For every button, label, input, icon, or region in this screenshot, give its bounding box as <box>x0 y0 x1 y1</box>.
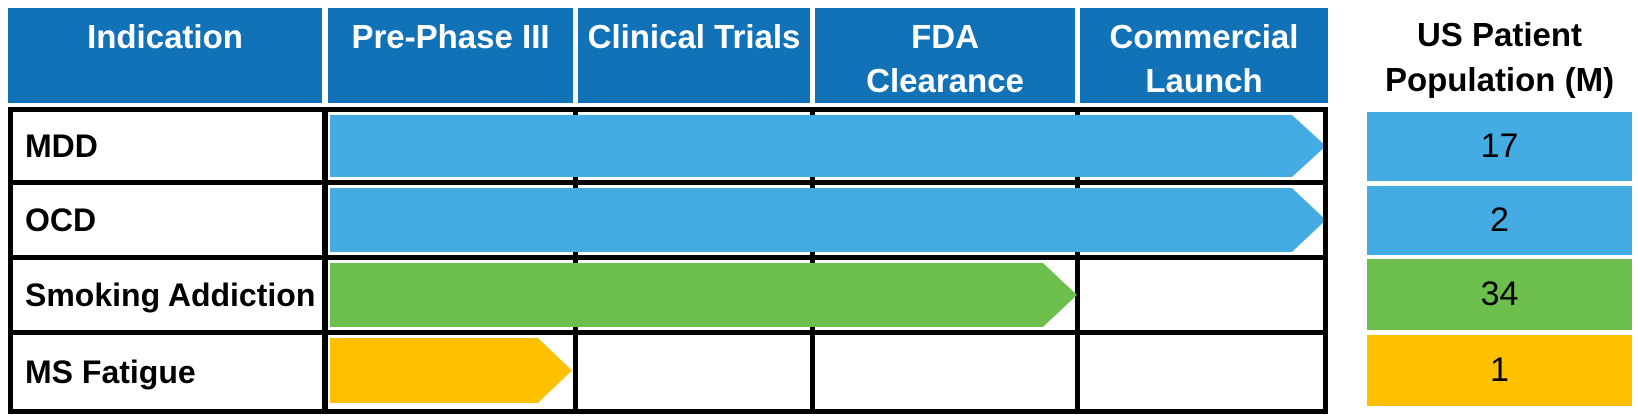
population-value: 2 <box>1490 201 1509 239</box>
row-label-ocd: OCD <box>25 201 97 238</box>
column-divider <box>810 107 815 414</box>
population-value: 1 <box>1490 351 1509 389</box>
row-label-ms-fatigue: MS Fatigue <box>25 353 196 390</box>
column-divider <box>1075 107 1080 414</box>
population-cell-smoking-addiction: 34 <box>1367 259 1632 330</box>
header-cell-clinical-trials: Clinical Trials <box>578 8 810 103</box>
row-divider <box>8 330 1328 335</box>
column-divider <box>573 107 578 414</box>
population-cell-mdd: 17 <box>1367 112 1632 181</box>
header-label-indication: Indication <box>87 18 243 55</box>
header-label-pre-phase-iii: Pre-Phase III <box>351 18 550 55</box>
header-label-fda-clearance: FDA Clearance <box>866 18 1024 99</box>
pipeline-arrow-ocd <box>330 188 1326 252</box>
row-label-mdd: MDD <box>25 127 98 164</box>
population-value: 17 <box>1480 127 1519 165</box>
row-label-smoking-addiction: Smoking Addiction <box>25 276 316 313</box>
header-cell-commercial-launch: Commercial Launch <box>1080 8 1328 103</box>
header-cell-pre-phase-iii: Pre-Phase III <box>328 8 573 103</box>
row-divider <box>8 180 1328 185</box>
column-divider <box>322 107 328 414</box>
pipeline-arrow-mdd <box>330 115 1326 177</box>
pipeline-arrow-smoking-addiction <box>330 263 1077 327</box>
row-divider <box>8 255 1328 260</box>
header-cell-indication: Indication <box>8 8 322 103</box>
header-label-commercial-launch: Commercial Launch <box>1109 18 1299 99</box>
population-cell-ocd: 2 <box>1367 186 1632 255</box>
header-cell-fda-clearance: FDA Clearance <box>815 8 1075 103</box>
population-value: 34 <box>1480 275 1519 313</box>
pipeline-arrow-ms-fatigue <box>330 338 572 403</box>
header-label-clinical-trials: Clinical Trials <box>587 18 801 55</box>
population-cell-ms-fatigue: 1 <box>1367 335 1632 406</box>
population-column-header: US Patient Population (M) <box>1384 16 1615 98</box>
